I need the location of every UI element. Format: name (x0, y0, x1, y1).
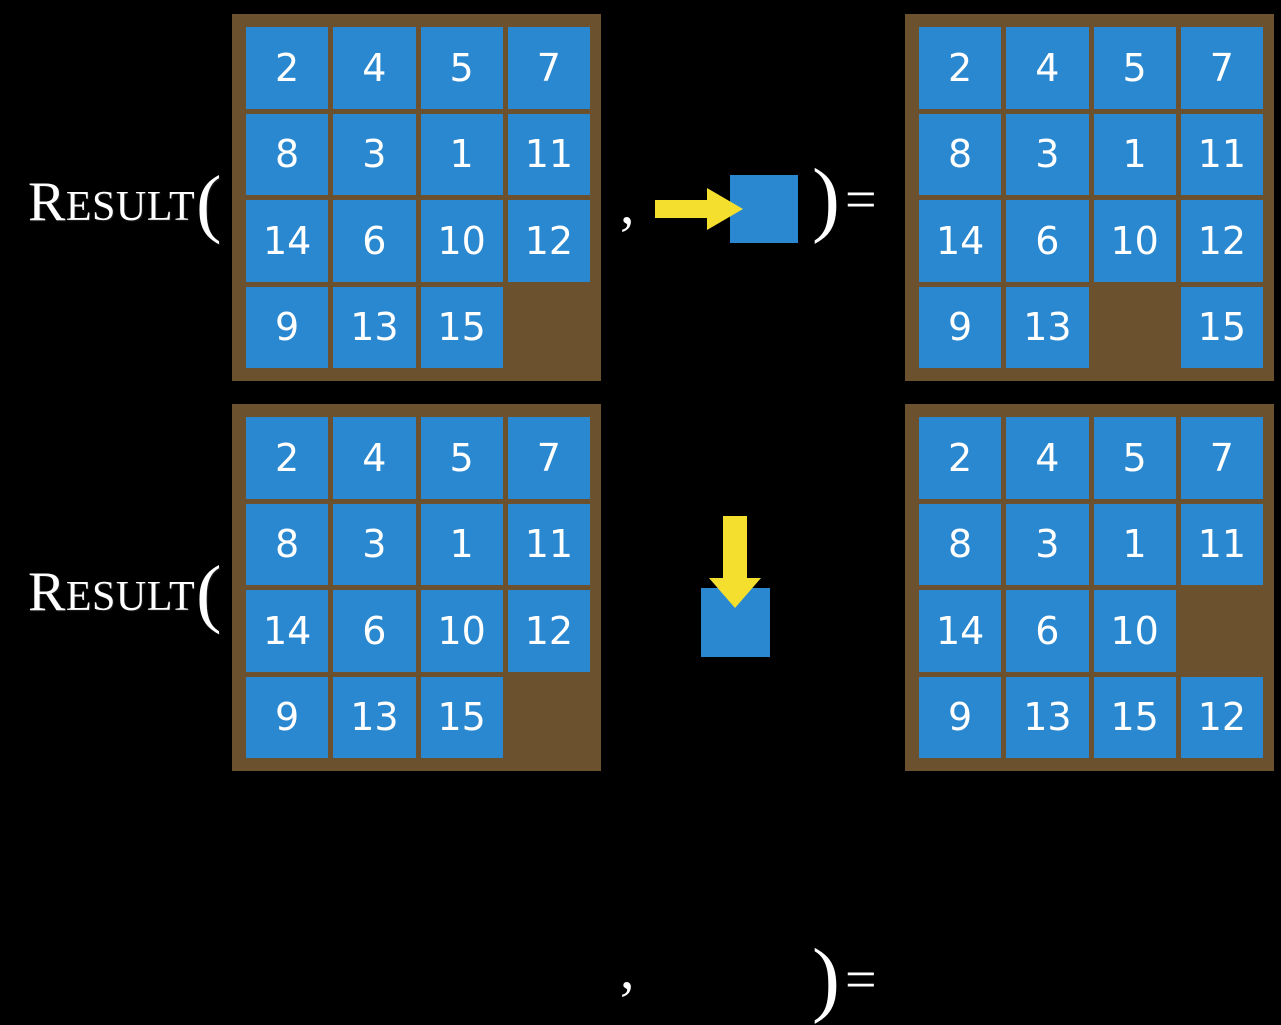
tile[interactable]: 15 (420, 676, 503, 758)
result-label-1-open-paren: ( (196, 161, 222, 245)
arrow-right-icon (655, 188, 743, 230)
output-board-2: 2 4 5 7 8 3 1 11 14 6 10 9 13 15 12 (905, 404, 1274, 771)
empty-slot[interactable] (1181, 590, 1263, 672)
tile[interactable]: 3 (333, 503, 416, 585)
output-grid-2: 2 4 5 7 8 3 1 11 14 6 10 9 13 15 12 (919, 417, 1263, 758)
tile[interactable]: 9 (246, 286, 329, 368)
tile[interactable]: 4 (1006, 417, 1089, 499)
close-paren-2: ) (812, 932, 840, 1025)
tile[interactable]: 15 (1093, 676, 1176, 758)
input-grid-1: 2 4 5 7 8 3 1 11 14 6 10 12 9 13 15 (246, 27, 590, 368)
tile[interactable]: 15 (1180, 286, 1263, 368)
tile[interactable]: 12 (1180, 200, 1263, 282)
tile[interactable]: 4 (333, 27, 416, 109)
tile[interactable]: 13 (333, 286, 416, 368)
result-label-2-open-paren: ( (196, 551, 222, 635)
tile[interactable]: 6 (333, 590, 416, 672)
tile[interactable]: 10 (420, 200, 503, 282)
tile[interactable]: 1 (420, 503, 503, 585)
operator-glyph-1 (655, 170, 805, 250)
argument-separator-comma-1: , (620, 171, 635, 236)
tile[interactable]: 13 (1006, 286, 1089, 368)
equation-row-2: RESULT( 2 4 5 7 8 3 1 11 14 6 10 12 9 13… (0, 390, 1281, 1021)
tile[interactable]: 2 (919, 27, 1002, 109)
tile[interactable]: 9 (246, 676, 329, 758)
tile[interactable]: 1 (420, 113, 503, 195)
arrow-down-icon (709, 516, 761, 608)
equals-sign-2: = (845, 949, 877, 1011)
empty-slot[interactable] (508, 287, 590, 369)
tile[interactable]: 7 (1180, 27, 1263, 109)
tile[interactable]: 5 (1093, 417, 1176, 499)
tile[interactable]: 11 (507, 113, 590, 195)
argument-separator-comma-2: , (620, 936, 635, 1001)
tile[interactable]: 11 (1180, 503, 1263, 585)
tile[interactable]: 6 (333, 200, 416, 282)
result-label-1: RESULT( (28, 157, 222, 241)
output-board-1: 2 4 5 7 8 3 1 11 14 6 10 12 9 13 15 (905, 14, 1274, 381)
tile[interactable]: 12 (1180, 676, 1263, 758)
tile[interactable]: 3 (1006, 503, 1089, 585)
tile[interactable]: 5 (420, 417, 503, 499)
tile[interactable]: 1 (1093, 503, 1176, 585)
tile[interactable]: 5 (1093, 27, 1176, 109)
tile[interactable]: 4 (333, 417, 416, 499)
tile[interactable]: 10 (1093, 200, 1176, 282)
tile[interactable]: 12 (507, 590, 590, 672)
tile[interactable]: 2 (246, 417, 329, 499)
tile[interactable]: 12 (507, 200, 590, 282)
tile[interactable]: 15 (420, 286, 503, 368)
result-label-1-cap: R (28, 171, 66, 233)
result-label-2: RESULT( (28, 547, 222, 631)
empty-slot[interactable] (508, 677, 590, 759)
result-label-1-rest: ESULT (65, 184, 196, 230)
tile[interactable]: 14 (246, 200, 329, 282)
tile[interactable]: 8 (919, 113, 1002, 195)
tile[interactable]: 13 (333, 676, 416, 758)
result-label-2-cap: R (28, 561, 66, 623)
equation-row-1: RESULT( 2 4 5 7 8 3 1 11 14 6 10 12 9 13… (0, 0, 1281, 390)
tile[interactable]: 2 (246, 27, 329, 109)
tile[interactable]: 7 (507, 27, 590, 109)
tile[interactable]: 11 (507, 503, 590, 585)
tile[interactable]: 14 (246, 590, 329, 672)
tile[interactable]: 3 (333, 113, 416, 195)
input-grid-2: 2 4 5 7 8 3 1 11 14 6 10 12 9 13 15 (246, 417, 590, 758)
result-label-2-rest: ESULT (65, 574, 196, 620)
operator-glyph-2 (690, 510, 800, 670)
equals-sign-1: = (845, 169, 877, 231)
tile[interactable]: 10 (420, 590, 503, 672)
tile[interactable]: 8 (919, 503, 1002, 585)
tile[interactable]: 6 (1006, 200, 1089, 282)
tile[interactable]: 13 (1006, 676, 1089, 758)
tile[interactable]: 6 (1006, 590, 1089, 672)
tile[interactable]: 1 (1093, 113, 1176, 195)
tile[interactable]: 4 (1006, 27, 1089, 109)
tile[interactable]: 7 (507, 417, 590, 499)
tile[interactable]: 3 (1006, 113, 1089, 195)
close-paren-1: ) (812, 152, 840, 245)
empty-slot[interactable] (1094, 287, 1176, 369)
output-grid-1: 2 4 5 7 8 3 1 11 14 6 10 12 9 13 15 (919, 27, 1263, 368)
tile[interactable]: 10 (1093, 590, 1176, 672)
tile[interactable]: 8 (246, 113, 329, 195)
input-board-1: 2 4 5 7 8 3 1 11 14 6 10 12 9 13 15 (232, 14, 601, 381)
tile[interactable]: 14 (919, 590, 1002, 672)
tile[interactable]: 11 (1180, 113, 1263, 195)
tile[interactable]: 5 (420, 27, 503, 109)
tile[interactable]: 9 (919, 676, 1002, 758)
tile[interactable]: 2 (919, 417, 1002, 499)
tile[interactable]: 8 (246, 503, 329, 585)
input-board-2: 2 4 5 7 8 3 1 11 14 6 10 12 9 13 15 (232, 404, 601, 771)
tile[interactable]: 7 (1180, 417, 1263, 499)
tile[interactable]: 9 (919, 286, 1002, 368)
tile[interactable]: 14 (919, 200, 1002, 282)
